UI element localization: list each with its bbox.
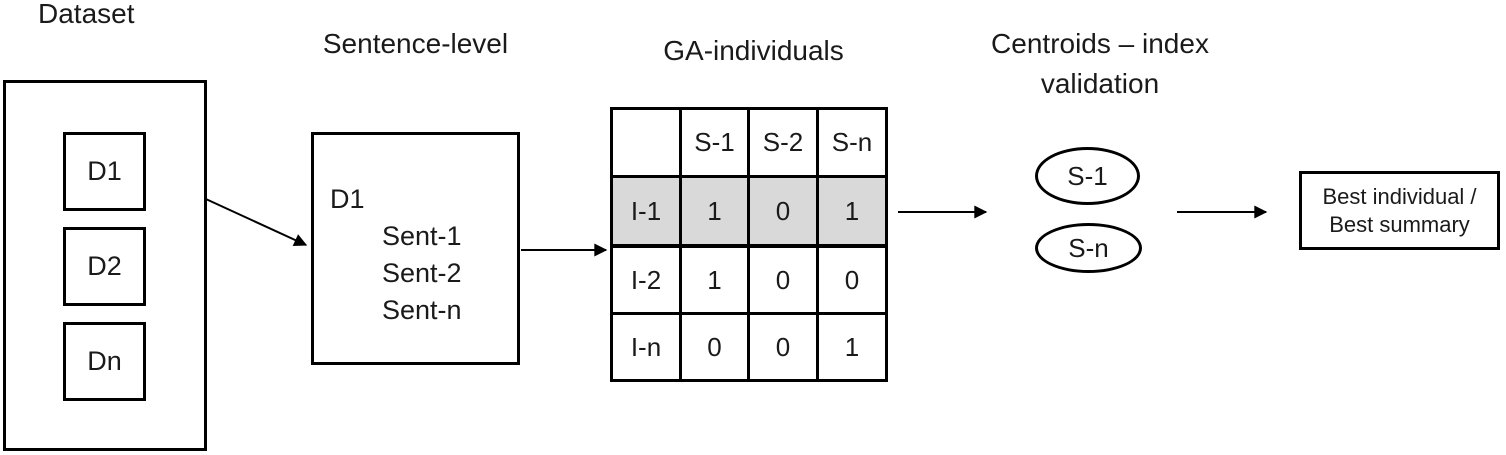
centroids-title: Centroids – index validation	[950, 24, 1250, 104]
centroids-title-line2: validation	[1040, 68, 1160, 99]
ga-header-corner-cell	[610, 107, 682, 178]
ga-individuals-table: S-1 S-2 S-n I-1 1 0 1 I-2 1 0 0 I-n 0 0 …	[610, 107, 888, 382]
ga-cell: 0	[747, 175, 819, 248]
sentence-doc-label: D1	[330, 184, 365, 214]
sentence-level-title: Sentence-level	[322, 28, 509, 59]
output-line2: Best summary	[1329, 211, 1470, 237]
ga-row-i2: I-2 1 0 0	[610, 244, 888, 315]
ga-cell: 0	[747, 244, 819, 315]
sentence-item-1: Sent-1	[382, 221, 462, 251]
output-line1: Best individual /	[1322, 183, 1477, 209]
ga-cell: 1	[679, 244, 750, 315]
ga-cell: 1	[679, 175, 750, 248]
ga-individuals-title: GA-individuals	[663, 35, 844, 66]
output-box: Best individual / Best summary	[1299, 171, 1500, 250]
ga-cell: 1	[816, 312, 888, 382]
ga-row-i1-label: I-1	[610, 175, 682, 248]
ga-row-i1: I-1 1 0 1	[610, 175, 888, 248]
centroids-title-line1: Centroids – index	[991, 28, 1209, 59]
sentence-level-box: D1 Sent-1 Sent-2 Sent-n	[311, 132, 520, 365]
dataset-item-d1: D1	[63, 132, 146, 211]
ga-row-in: I-n 0 0 1	[610, 312, 888, 382]
dataset-title: Dataset	[38, 0, 135, 29]
ga-cell: 0	[747, 312, 819, 382]
ga-row-in-label: I-n	[610, 312, 682, 382]
sentence-item-2: Sent-2	[382, 258, 462, 288]
centroid-node-s1: S-1	[1035, 147, 1140, 205]
dataset-item-dn: Dn	[63, 322, 146, 401]
dataset-item-d2: D2	[63, 227, 146, 306]
ga-cell: 1	[816, 175, 888, 248]
ga-row-i2-label: I-2	[610, 244, 682, 315]
ga-header-s1: S-1	[679, 107, 750, 178]
ga-header-s2: S-2	[747, 107, 819, 178]
sentence-item-n: Sent-n	[382, 295, 462, 325]
ga-cell: 0	[816, 244, 888, 315]
ga-table-header-row: S-1 S-2 S-n	[610, 107, 888, 178]
ga-header-sn: S-n	[816, 107, 888, 178]
ga-cell: 0	[679, 312, 750, 382]
centroid-node-sn: S-n	[1035, 223, 1142, 273]
